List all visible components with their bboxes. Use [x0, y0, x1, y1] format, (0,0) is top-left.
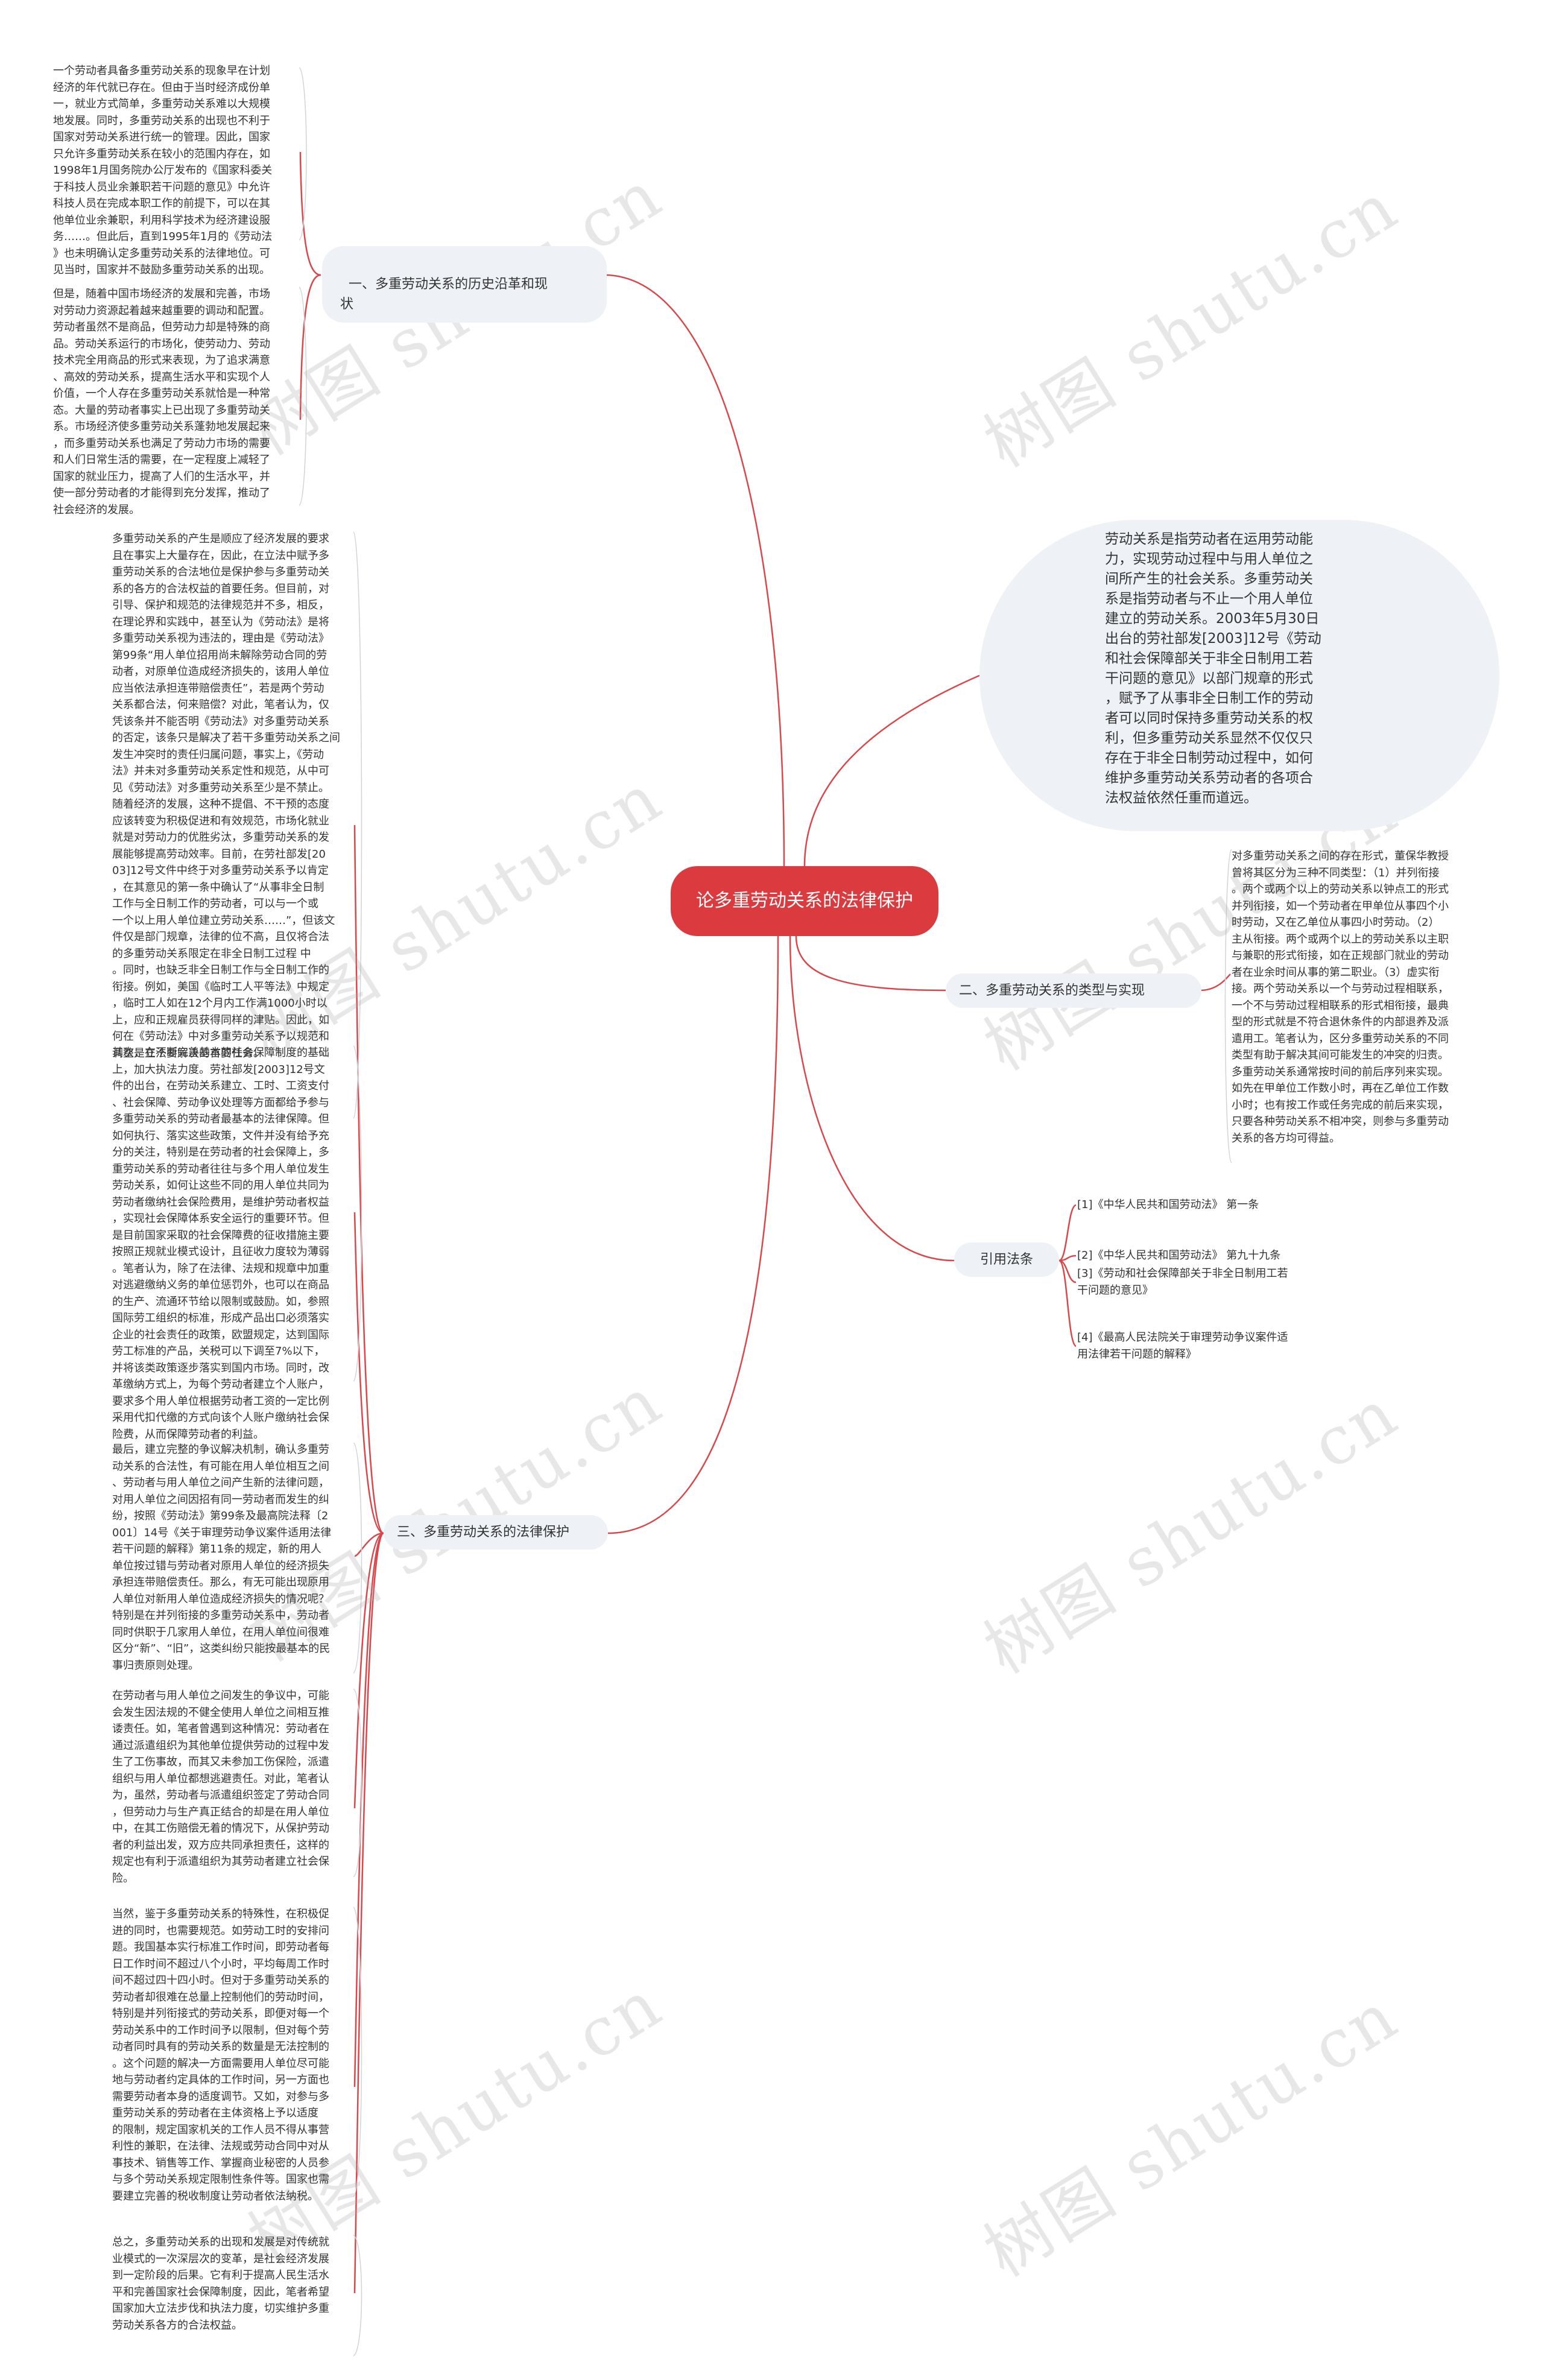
protection-leaf-6: 总之，多重劳动关系的出现和发展是对传统就 业模式的一次深层次的变革，是社会经济发…: [112, 2236, 329, 2332]
link-b3-leaf2: [353, 1212, 384, 1534]
link-b3-leaf4: [353, 1532, 384, 1809]
root-title: 论多重劳动关系的法律保护: [696, 890, 913, 911]
protection-leaf-4: 在劳动者与用人单位之间发生的争议中，可能 会发生因法规的不健全使用人单位之间相互…: [112, 1689, 329, 1885]
link-root-branch2: [795, 935, 946, 992]
protection-leaf-1: 多重劳动关系的产生是顺应了经济发展的要求 且在事实上大量存在，因此，在立法中赋予…: [112, 533, 340, 1060]
types-leaf: 对多重劳动关系之间的存在形式，董保华教授 曾将其区分为三种不同类型：（1）并列衔…: [1232, 850, 1449, 1145]
branch-references[interactable]: 引用法条: [954, 1242, 1059, 1277]
history-leaf-1: 一个劳动者具备多重劳动关系的现象早在计划 经济的年代就已存在。但由于当时经济成份…: [53, 65, 273, 276]
branch-types-label: 二、多重劳动关系的类型与实现: [959, 983, 1145, 998]
link-ref-4: [1058, 1259, 1077, 1347]
link-root-definition: [803, 674, 980, 867]
bracket-b3-leaf5: [353, 1907, 362, 2197]
protection-leaf-3: 最后，建立完整的争议解决机制，确认多重劳 动关系的合法性，有可能在用人单位相互之…: [112, 1443, 332, 1672]
branch-history[interactable]: 一、多重劳动关系的历史沿革和现 状: [322, 246, 607, 323]
link-b3-leaf3: [354, 1532, 384, 1557]
bracket-b2-leaf: [1224, 849, 1232, 1163]
branch-legal-protection[interactable]: 三、多重劳动关系的法律保护: [384, 1515, 608, 1549]
link-b1-leaf2: [299, 274, 321, 420]
link-b2-leaf: [1200, 973, 1231, 992]
link-b3-leaf6: [353, 1532, 385, 2294]
reference-item-4[interactable]: [4]《最高人民法院关于审理劳动争议案件适 用法律若干问题的解释》: [1077, 1331, 1288, 1361]
link-root-branch1: [605, 274, 785, 867]
root-topic[interactable]: 论多重劳动关系的法律保护: [671, 866, 938, 936]
link-root-branch3: [607, 935, 779, 1534]
branch-legal-protection-label: 三、多重劳动关系的法律保护: [397, 1525, 570, 1540]
bracket-b1-leaf2: [299, 286, 307, 506]
protection-leaf-2: 其次，在不断完善基本的社会保障制度的基础 上，加大执法力度。劳社部发[2003]…: [112, 1046, 329, 1441]
link-b3-leaf5: [353, 1532, 384, 2087]
bracket-b3-leaf3: [353, 1442, 362, 1674]
history-leaf-2: 但是，随着中国市场经济的发展和完善，市场 对劳动力资源起着越来越重要的调动和配置…: [53, 288, 270, 516]
link-b1-leaf1: [299, 151, 321, 276]
bracket-b3-leaf2: [353, 1045, 362, 1382]
branch-references-label: 引用法条: [979, 1252, 1033, 1267]
reference-item-2[interactable]: [2]《中华人民共和国劳动法》 第九十九条: [1077, 1249, 1281, 1262]
branch-types[interactable]: 二、多重劳动关系的类型与实现: [946, 973, 1201, 1008]
link-b3-leaf1: [353, 824, 384, 1534]
reference-item-1[interactable]: [1]《中华人民共和国劳动法》 第一条: [1077, 1198, 1259, 1211]
reference-item-3[interactable]: [3]《劳动和社会保障部关于非全日制用工若 干问题的意见》: [1077, 1267, 1288, 1297]
bracket-b3-leaf4: [353, 1688, 362, 1878]
link-root-references: [789, 935, 955, 1262]
branch-history-label: 一、多重劳动关系的历史沿革和现 状: [340, 277, 548, 312]
link-ref-1: [1058, 1204, 1077, 1262]
protection-leaf-5: 当然，鉴于多重劳动关系的特殊性，在积极促 进的同时，也需要规范。如劳动工时的安排…: [112, 1908, 329, 2203]
definition-text: 劳动关系是指劳动者在运用劳动能 力，实现劳动过程中与用人单位之 间所产生的社会关…: [1105, 531, 1321, 806]
bracket-b3-leaf6: [353, 2235, 362, 2356]
definition-node[interactable]: 劳动关系是指劳动者在运用劳动能 力，实现劳动过程中与用人单位之 间所产生的社会关…: [979, 520, 1499, 831]
bracket-b3-leaf1: [353, 531, 362, 1119]
bracket-b1-leaf1: [299, 67, 307, 241]
